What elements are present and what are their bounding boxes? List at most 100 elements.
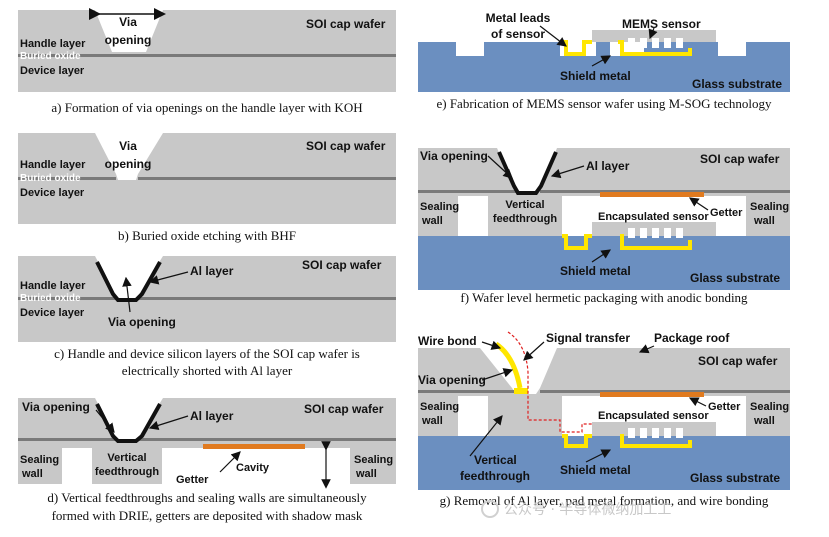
signal-transfer-label: Signal transfer: [546, 331, 630, 345]
buried-oxide-label-a: Buried oxide: [20, 51, 81, 62]
glass-substrate-f: [418, 236, 790, 290]
soi-label-a: SOI cap wafer: [306, 17, 386, 31]
buried-oxide-label-c: Buried oxide: [20, 293, 81, 304]
panel-c: Al layer SOI cap wafer Handle layer Buri…: [18, 256, 396, 378]
feedthrough-label-d: feedthrough: [95, 466, 159, 478]
wall-label-right-g: wall: [753, 415, 775, 427]
device-layer-label-a: Device layer: [20, 65, 85, 77]
shield-metal-label-g: Shield metal: [560, 463, 631, 477]
panel-b: Via opening SOI cap wafer Handle layer B…: [18, 133, 396, 243]
soi-wafer-g: [418, 348, 790, 396]
watermark: 公众号 · 半导体微纳加工工: [481, 500, 671, 518]
caption-d-line1: d) Vertical feedthroughs and sealing wal…: [47, 490, 367, 505]
feedthrough-label-g: feedthrough: [460, 469, 530, 483]
soi-label-b: SOI cap wafer: [306, 139, 386, 153]
encapsulated-sensor-label-f: Encapsulated sensor: [598, 211, 709, 223]
shield-metal-g: [620, 434, 692, 448]
device-layer-label-c: Device layer: [20, 307, 85, 319]
getter-f: [600, 192, 704, 197]
sealing-label-left-f: Sealing: [420, 201, 459, 213]
handle-layer-label-c: Handle layer: [20, 280, 86, 292]
sealing-wall-left-g: [418, 396, 458, 436]
metal-leads-label-1: Metal leads: [486, 11, 551, 25]
sealing-label-right-f: Sealing: [750, 201, 789, 213]
sealing-wall-right-d: [350, 448, 396, 484]
panel-d: Via opening Al layer SOI cap wafer Seali…: [18, 398, 396, 523]
opening-label-b: opening: [105, 157, 152, 171]
wall-label-left-d: wall: [21, 468, 43, 480]
shield-metal-f: [620, 234, 692, 250]
wall-label-left-f: wall: [421, 215, 443, 227]
caption-g: g) Removal of Al layer, pad metal format…: [440, 493, 769, 508]
soi-label-c: SOI cap wafer: [302, 258, 382, 272]
getter-label-f: Getter: [710, 207, 743, 219]
caption-c-line2: electrically shorted with Al layer: [122, 363, 293, 378]
wall-label-right-d: wall: [355, 468, 377, 480]
glass-substrate-label-e: Glass substrate: [692, 77, 782, 91]
panel-g: Wire bond Signal transfer Package roof S…: [418, 331, 790, 508]
getter-label-d: Getter: [176, 474, 209, 486]
shield-metal-label-f: Shield metal: [560, 264, 631, 278]
watermark-logo-icon: [481, 500, 499, 518]
buried-oxide-b: [18, 177, 116, 180]
getter-g: [600, 392, 704, 397]
sealing-label-right-g: Sealing: [750, 401, 789, 413]
metal-leads-f: [562, 234, 592, 250]
wire-bond-label: Wire bond: [418, 334, 477, 348]
package-roof-label: Package roof: [654, 331, 730, 345]
vertical-label-g: Vertical: [474, 453, 517, 467]
soi-label-g: SOI cap wafer: [698, 354, 778, 368]
feedthrough-label-f: feedthrough: [493, 213, 557, 225]
panel-e: Metal leads of sensor MEMS sensor Shield…: [418, 11, 790, 111]
handle-layer-label-b: Handle layer: [20, 159, 86, 171]
sealing-label-left-d: Sealing: [20, 454, 59, 466]
glass-substrate-label-f: Glass substrate: [690, 271, 780, 285]
sealing-wall-left-d: [18, 448, 62, 484]
soi-wafer-a: [18, 10, 396, 92]
metal-leads-e: [560, 40, 592, 56]
via-opening-label-f: Via opening: [420, 149, 488, 163]
caption-b: b) Buried oxide etching with BHF: [118, 228, 296, 243]
panel-f: Via opening Al layer SOI cap wafer Seali…: [418, 148, 790, 305]
shield-metal-label-e: Shield metal: [560, 69, 631, 83]
feedthrough-g: [488, 396, 562, 436]
via-opening-label-d: Via opening: [22, 400, 90, 414]
signal-path: [507, 331, 592, 433]
watermark-text: 公众号 · 半导体微纳加工工: [504, 502, 671, 518]
caption-c-line1: c) Handle and device silicon layers of t…: [54, 346, 360, 361]
sealing-wall-right-f: [746, 196, 790, 236]
cavity-label-d: Cavity: [236, 462, 270, 474]
feedthrough-d: [92, 448, 162, 484]
panel-a: Via opening SOI cap wafer Handle layer B…: [18, 8, 396, 115]
glass-substrate-g: [418, 436, 790, 490]
encapsulated-sensor-label-g: Encapsulated sensor: [598, 410, 709, 422]
wall-label-left-g: wall: [421, 415, 443, 427]
buried-oxide-a: [18, 54, 396, 57]
caption-f: f) Wafer level hermetic packaging with a…: [460, 290, 748, 305]
al-layer-f: [497, 151, 558, 195]
al-layer-label-c: Al layer: [190, 264, 234, 278]
sealing-wall-right-g: [746, 396, 790, 436]
getter-label-g: Getter: [708, 401, 741, 413]
caption-d-line2: formed with DRIE, getters are deposited …: [52, 508, 363, 523]
device-layer-label-b: Device layer: [20, 187, 85, 199]
via-opening-label-c: Via opening: [108, 315, 176, 329]
sealing-label-left-g: Sealing: [420, 401, 459, 413]
caption-e: e) Fabrication of MEMS sensor wafer usin…: [436, 96, 772, 111]
sealing-wall-left-f: [418, 196, 458, 236]
al-layer-label-f: Al layer: [586, 159, 630, 173]
via-label-b: Via: [119, 139, 137, 153]
glass-substrate-e: [418, 42, 790, 92]
via-label-a: Via: [119, 15, 137, 29]
metal-leads-label-2: of sensor: [491, 27, 545, 41]
glass-substrate-label-g: Glass substrate: [690, 471, 780, 485]
sealing-label-right-d: Sealing: [354, 454, 393, 466]
vertical-label-d: Vertical: [107, 452, 146, 464]
buried-oxide-label-b: Buried oxide: [20, 173, 81, 184]
caption-a: a) Formation of via openings on the hand…: [51, 100, 362, 115]
via-opening-label-g: Via opening: [418, 373, 486, 387]
handle-layer-label-a: Handle layer: [20, 38, 86, 50]
soi-label-d: SOI cap wafer: [304, 402, 384, 416]
metal-leads-g: [562, 434, 592, 448]
